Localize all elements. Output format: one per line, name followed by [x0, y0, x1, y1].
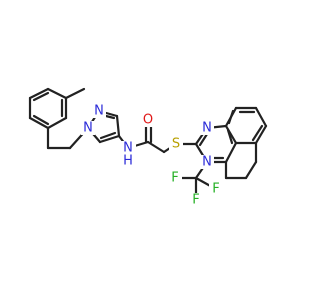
- carbonyl-to-ch2-bond: [146, 140, 166, 154]
- thioether-s-text: S: [172, 137, 180, 152]
- atom-label-pyrimidine-n-lower: N: [200, 155, 214, 170]
- fluorine-1-text: F: [171, 171, 178, 186]
- pyrimidine-n-upper-text: N: [202, 121, 212, 136]
- pyrazole-n1-text: N: [83, 121, 93, 136]
- pyrazole-n2-text: N: [94, 104, 104, 119]
- atom-label-fluorine-2: F: [209, 182, 223, 197]
- atom-label-thioether-s: S: [169, 137, 183, 152]
- fused-benzene-ring: [224, 106, 268, 145]
- fluorine-3-text: F: [192, 193, 199, 208]
- atom-label-pyrazole-n1: N: [81, 121, 95, 136]
- amide-n-text: N: [123, 141, 133, 156]
- fluorine-2-text: F: [212, 182, 219, 197]
- pyrimidine-n-lower-text: N: [202, 155, 212, 170]
- atom-label-pyrimidine-n-upper: N: [200, 121, 214, 136]
- methyl-bond: [64, 87, 86, 100]
- atom-label-fluorine-3: F: [189, 193, 203, 208]
- atom-label-fluorine-1: F: [168, 171, 182, 186]
- atom-label-pyrazole-n2: N: [92, 104, 106, 119]
- dihydro-ring: [224, 141, 258, 180]
- amide-h-text: H: [123, 154, 133, 169]
- molecule-structure-diagram: N N N H O S N N F F F: [28, 87, 268, 208]
- amide-o-text: O: [143, 113, 153, 128]
- toluene-ring: [28, 87, 68, 130]
- atom-label-amide-o: O: [141, 113, 157, 128]
- atom-label-amide-nh: N H: [120, 141, 136, 169]
